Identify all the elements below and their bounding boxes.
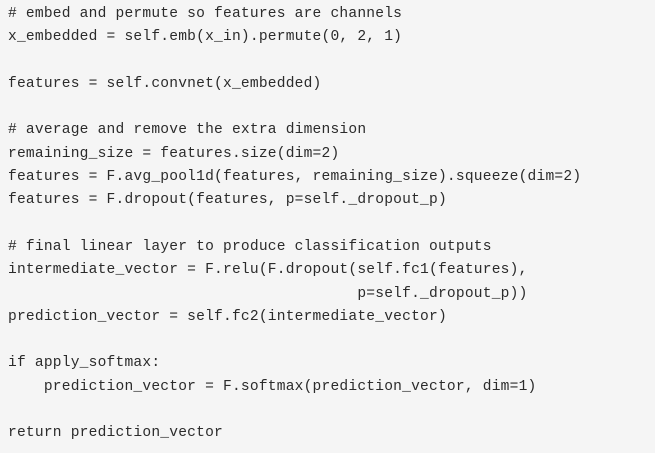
code-line-features-convnet: features = self.convnet(x_embedded): [8, 75, 322, 92]
code-line-blank: [8, 96, 655, 119]
code-line-intermediate-continuation: p=self._dropout_p)): [8, 285, 528, 302]
code-line-prediction-vector: prediction_vector = self.fc2(intermediat…: [8, 308, 447, 325]
code-line-blank: [8, 50, 655, 73]
code-line-return: return prediction_vector: [8, 425, 223, 442]
code-line-comment-final: # final linear layer to produce classifi…: [8, 238, 492, 255]
code-line-blank: [8, 213, 655, 236]
code-line-intermediate-vector: intermediate_vector = F.relu(F.dropout(s…: [8, 262, 528, 279]
code-line-x-embedded: x_embedded = self.emb(x_in).permute(0, 2…: [8, 29, 403, 46]
code-line-comment-embed: # embed and permute so features are chan…: [8, 6, 403, 22]
code-line-if-softmax: if apply_softmax:: [8, 355, 161, 372]
code-line-dropout: features = F.dropout(features, p=self._d…: [8, 192, 447, 209]
code-line-blank: [8, 399, 655, 422]
code-line-blank: [8, 329, 655, 352]
code-line-avg-pool: features = F.avg_pool1d(features, remain…: [8, 169, 582, 186]
code-line-softmax: prediction_vector = F.softmax(prediction…: [8, 378, 537, 395]
code-line-remaining-size: remaining_size = features.size(dim=2): [8, 145, 340, 162]
code-line-comment-average: # average and remove the extra dimension: [8, 122, 367, 139]
